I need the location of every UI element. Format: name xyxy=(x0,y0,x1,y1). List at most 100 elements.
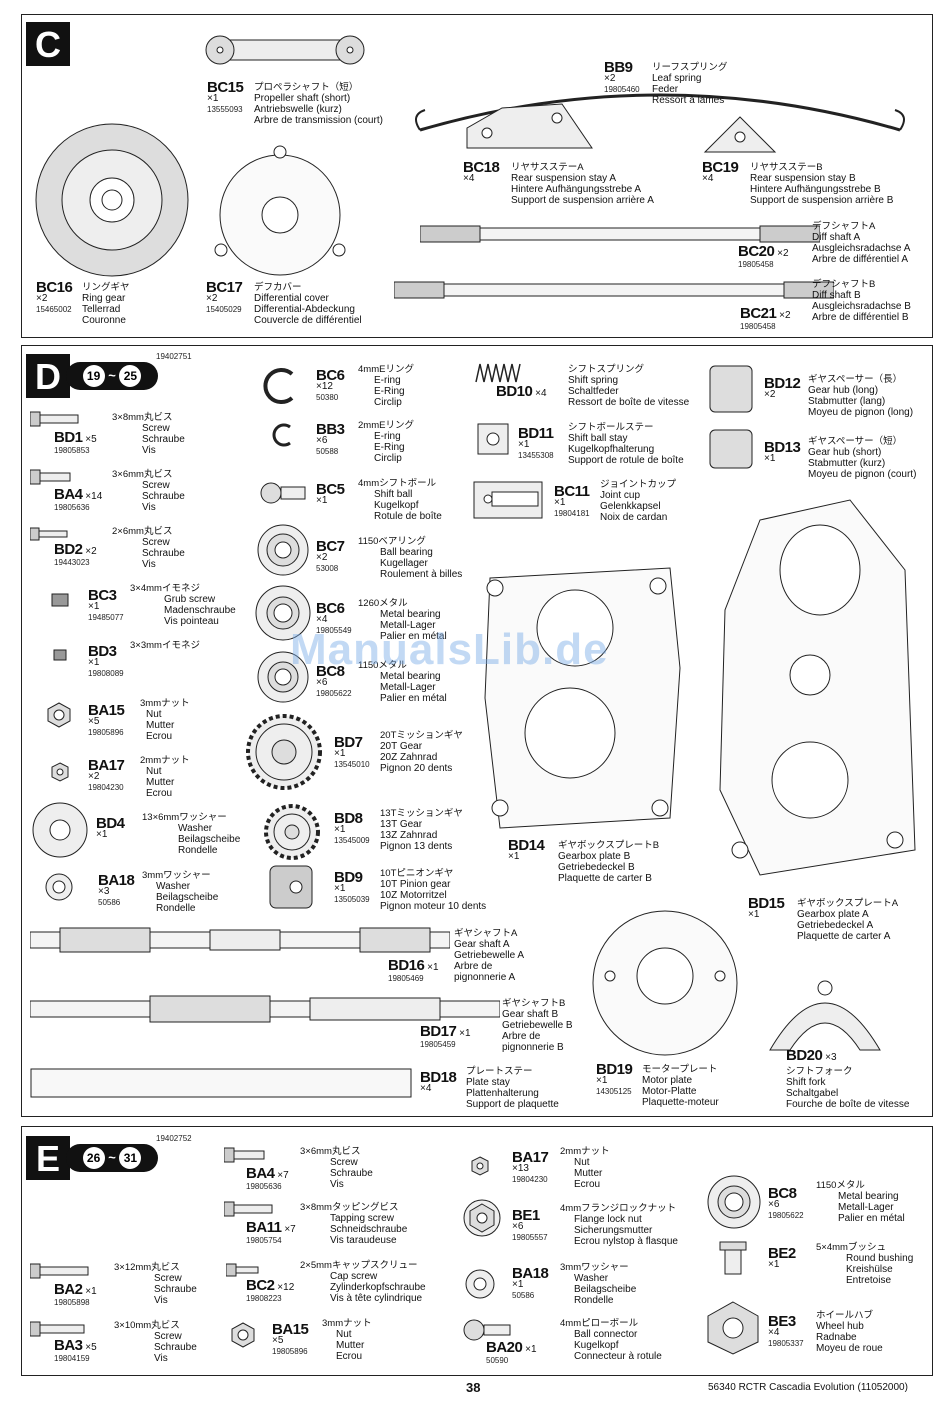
ring-gear-illustration xyxy=(35,123,189,277)
cap-screw-icon xyxy=(226,1263,259,1277)
shift-fork-illustration xyxy=(769,980,881,1051)
propeller-shaft-illustration xyxy=(205,35,365,65)
rear-suspension-stay-b-illustration xyxy=(703,116,777,153)
joint-cup-icon xyxy=(473,481,543,519)
flange-lock-nut-icon xyxy=(463,1199,501,1237)
screw-icon xyxy=(30,1321,85,1337)
differential-cover-illustration xyxy=(214,145,346,276)
gear-shaft-b-illustration xyxy=(30,995,500,1023)
part-label-be2: BE2×1 xyxy=(768,1245,796,1270)
gear-hub-long-icon xyxy=(709,365,753,413)
section-e-code: 19402752 xyxy=(156,1134,192,1143)
screw-icon xyxy=(30,1263,89,1279)
part-desc-bc15: プロペラシャフト（短）Propeller shaft (short)Antrie… xyxy=(254,82,383,126)
e-ring-icon xyxy=(272,423,291,447)
leaf-spring-illustration xyxy=(415,93,905,132)
part-desc-bd3: 3×3mmイモネジ xyxy=(130,640,200,651)
part-label-bc19: BC19×4 xyxy=(702,159,739,184)
nut-icon xyxy=(231,1322,255,1348)
shift-ball-icon xyxy=(260,482,306,504)
part-desc-bd12: ギヤスペーサー（長）Gear hub (long)Stabmutter (lan… xyxy=(808,374,914,418)
shift-ball-stay-icon xyxy=(477,423,509,455)
round-bushing-icon xyxy=(719,1241,747,1275)
part-label-bd10: BD10 ×4 xyxy=(496,383,547,400)
washer-icon xyxy=(465,1269,495,1299)
e-ring-icon xyxy=(263,368,294,404)
gearbox-plate-a-illustration xyxy=(719,499,916,876)
gear-hub-short-icon xyxy=(709,429,753,469)
screw-icon xyxy=(224,1147,265,1163)
grub-screw-icon xyxy=(51,593,69,607)
wheel-hub-icon xyxy=(707,1301,759,1355)
page-number: 38 xyxy=(466,1380,481,1395)
part-label-bd4: BD4×1 xyxy=(96,815,125,840)
screw-icon xyxy=(30,469,71,485)
gearbox-plate-b-illustration xyxy=(484,567,681,829)
motor-plate-illustration xyxy=(592,910,738,1056)
part-label-bc18: BC18×4 xyxy=(463,159,500,184)
metal-bearing-icon xyxy=(707,1175,761,1229)
rear-suspension-stay-a-illustration xyxy=(466,103,593,149)
footer-text: 56340 RCTR Cascadia Evolution (11052000) xyxy=(708,1382,908,1393)
part-label-bd12: BD12×2 xyxy=(764,375,801,400)
section-d-code: 19402751 xyxy=(156,352,192,361)
section-e-letter: E xyxy=(26,1136,70,1180)
ball-bearing-icon xyxy=(257,524,309,576)
washer-icon xyxy=(32,802,88,858)
pinion-gear-icon xyxy=(269,865,313,909)
